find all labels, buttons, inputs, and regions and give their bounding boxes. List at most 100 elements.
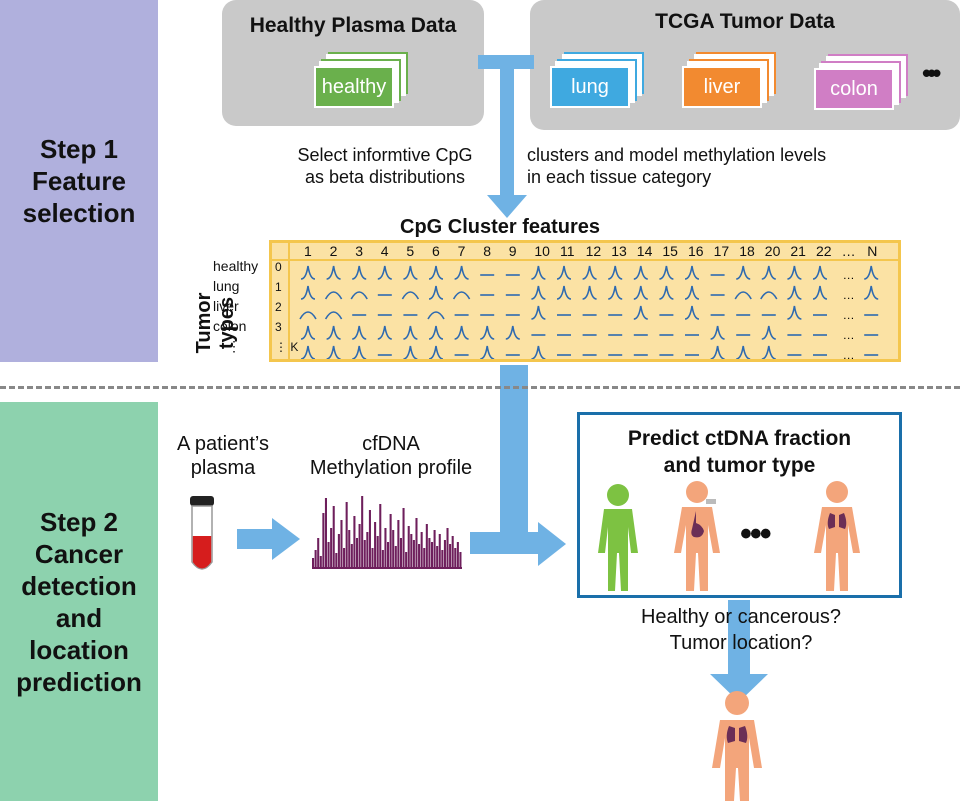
beta-curve (684, 265, 700, 280)
methylation-bar (397, 520, 400, 568)
beta-curve (608, 265, 623, 280)
caption-left-line2: as beta distributions (304, 167, 466, 187)
beta-curve (556, 285, 572, 300)
beta-curve (864, 265, 879, 280)
colon-doc-label: colon (830, 77, 878, 100)
profile-line2: Methylation profile (309, 457, 473, 479)
beta-curve (633, 305, 648, 320)
ellipsis-cell: … (843, 288, 855, 302)
methylation-bar (399, 538, 402, 568)
predict-title-line2: and tumor type (663, 454, 816, 477)
methylation-bar (420, 532, 423, 568)
column-header: 3 (355, 243, 363, 259)
methylation-bar (332, 506, 335, 568)
methylation-bar (412, 540, 415, 568)
row-index: 2 (275, 300, 282, 314)
methylation-bar (322, 513, 325, 568)
column-header: 8 (483, 243, 491, 259)
row-index: 0 (275, 260, 282, 274)
methylation-bar (337, 534, 340, 568)
beta-distribution-curves: …………… (299, 265, 879, 359)
methylation-bar (319, 556, 322, 568)
beta-curve (480, 345, 495, 359)
lung-doc-label: lung (571, 75, 609, 98)
column-header: N (867, 243, 878, 259)
cluster-title: CpG Cluster features (400, 216, 601, 238)
beta-curve (761, 325, 776, 340)
methylation-bar (374, 522, 377, 568)
beta-curve (403, 265, 418, 280)
cancer-person-stomach-icon (674, 481, 720, 591)
methylation-bar (335, 553, 338, 568)
caption-left: Select informtive CpG as beta distributi… (280, 144, 490, 188)
blood-tube-icon (190, 496, 214, 570)
column-header: 22 (816, 243, 832, 259)
beta-curve (300, 345, 316, 359)
ellipsis-cell: … (843, 308, 855, 322)
beta-curve (324, 291, 343, 300)
beta-curve (812, 265, 828, 280)
methylation-bar (428, 538, 431, 568)
methylation-bar (330, 528, 333, 568)
question-text: Healthy or cancerous? Tumor location? (596, 604, 886, 656)
methylation-bar (358, 524, 361, 568)
beta-curve (531, 305, 546, 320)
profile-line1: cfDNA (362, 433, 420, 455)
caption-right: clusters and model methylation levels in… (527, 144, 887, 188)
methylation-bar (415, 518, 418, 568)
beta-curve (787, 305, 802, 320)
question-line1: Healthy or cancerous? (640, 606, 842, 628)
methylation-bar (350, 544, 353, 568)
down-arrow-shaft-2 (500, 365, 528, 545)
step2-text-4: location (29, 634, 129, 665)
column-header: 9 (508, 243, 517, 259)
beta-curve (684, 305, 700, 320)
beta-curve (352, 345, 367, 359)
methylation-bar (456, 542, 459, 568)
beta-curve (736, 265, 751, 280)
step2-panel: Step 2 Cancer detection and location pre… (0, 402, 158, 801)
question-line2: Tumor location? (669, 632, 813, 654)
result-person-lung-icon (712, 691, 762, 801)
column-header: 21 (790, 243, 806, 259)
beta-curve (760, 291, 778, 300)
column-header: 16 (688, 243, 704, 259)
beta-curve (300, 265, 316, 280)
beta-curve (352, 265, 367, 280)
methylation-profile-label: cfDNA Methylation profile (296, 432, 486, 480)
prediction-box: Predict ctDNA fraction and tumor type ••… (577, 412, 902, 598)
beta-curve (864, 285, 879, 300)
beta-curve (582, 285, 597, 300)
column-header: 7 (457, 243, 466, 259)
predict-title-line1: Predict ctDNA fraction (627, 427, 852, 450)
right-arrow-head-plasma (272, 518, 300, 560)
down-arrow-shaft-1 (500, 55, 514, 200)
column-header: 15 (662, 243, 678, 259)
beta-curve (326, 265, 341, 280)
methylation-bar (376, 536, 379, 568)
column-header: 1 (304, 243, 312, 259)
beta-curve (352, 325, 367, 340)
beta-curve (556, 265, 572, 280)
methylation-bar (443, 540, 446, 568)
methylation-profile-plot (312, 496, 462, 569)
column-header: 11 (560, 243, 575, 259)
beta-curve (377, 325, 392, 340)
column-header: 4 (380, 243, 389, 259)
beta-curve (710, 325, 725, 340)
step2-text-2: detection (21, 570, 137, 601)
methylation-bar (340, 520, 343, 568)
healthy-plasma-box: Healthy Plasma Data healthy (222, 0, 484, 126)
methylation-bar (361, 496, 364, 568)
methylation-bar (366, 532, 369, 568)
row-index: ⋮ K (275, 340, 299, 354)
column-header: 12 (585, 243, 602, 259)
methylation-bar (438, 534, 441, 568)
more-tumors-ellipsis: ••• (922, 58, 941, 88)
column-header: 17 (713, 243, 730, 259)
methylation-bar (446, 528, 449, 568)
beta-curve (326, 325, 341, 340)
methylation-bar (353, 516, 356, 568)
methylation-bar (433, 530, 436, 568)
beta-curve (324, 311, 343, 320)
